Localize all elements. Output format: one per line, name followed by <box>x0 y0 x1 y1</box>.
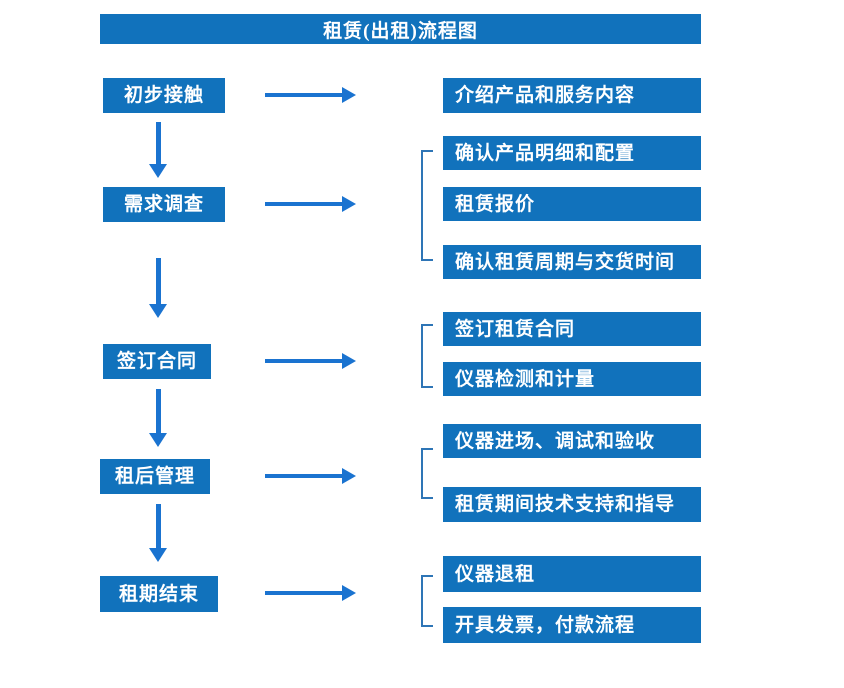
step-box-post-rental-management: 租后管理 <box>100 459 210 494</box>
down-arrow-1-icon <box>149 164 167 178</box>
down-arrow-2-bar <box>156 258 161 305</box>
step-box-demand-survey: 需求调查 <box>103 187 225 222</box>
right-arrow-3-icon <box>342 353 356 369</box>
down-arrow-4-icon <box>149 548 167 562</box>
detail-box-invoice-payment: 开具发票，付款流程 <box>443 607 701 643</box>
down-arrow-2-icon <box>149 304 167 318</box>
diagram-title: 租赁(出租)流程图 <box>100 14 701 44</box>
right-arrow-2-bar <box>265 202 343 206</box>
down-arrow-4-bar <box>156 504 161 549</box>
detail-box-introduce-products: 介绍产品和服务内容 <box>443 78 701 113</box>
right-arrow-1-bar <box>265 93 343 97</box>
right-arrow-1-icon <box>342 87 356 103</box>
bracket-rental-end <box>421 575 433 627</box>
right-arrow-5-icon <box>342 585 356 601</box>
right-arrow-3-bar <box>265 359 343 363</box>
detail-box-confirm-period-delivery: 确认租赁周期与交货时间 <box>443 245 701 279</box>
right-arrow-4-bar <box>265 474 343 478</box>
right-arrow-4-icon <box>342 468 356 484</box>
detail-box-sign-rental-contract: 签订租赁合同 <box>443 312 701 346</box>
down-arrow-3-bar <box>156 389 161 434</box>
step-box-initial-contact: 初步接触 <box>103 78 225 113</box>
bracket-demand-survey <box>421 150 433 261</box>
down-arrow-1-bar <box>156 122 161 165</box>
detail-box-instrument-setup: 仪器进场、调试和验收 <box>443 424 701 458</box>
detail-box-rental-quote: 租赁报价 <box>443 187 701 221</box>
detail-box-confirm-product-config: 确认产品明细和配置 <box>443 136 701 170</box>
bracket-post-rental <box>421 448 433 499</box>
step-box-rental-end: 租期结束 <box>100 576 218 612</box>
detail-box-instrument-testing: 仪器检测和计量 <box>443 362 701 396</box>
step-box-sign-contract: 签订合同 <box>103 344 211 379</box>
detail-box-instrument-return: 仪器退租 <box>443 556 701 592</box>
down-arrow-3-icon <box>149 433 167 447</box>
right-arrow-5-bar <box>265 591 343 595</box>
detail-box-tech-support: 租赁期间技术支持和指导 <box>443 487 701 522</box>
bracket-sign-contract <box>421 324 433 388</box>
right-arrow-2-icon <box>342 196 356 212</box>
